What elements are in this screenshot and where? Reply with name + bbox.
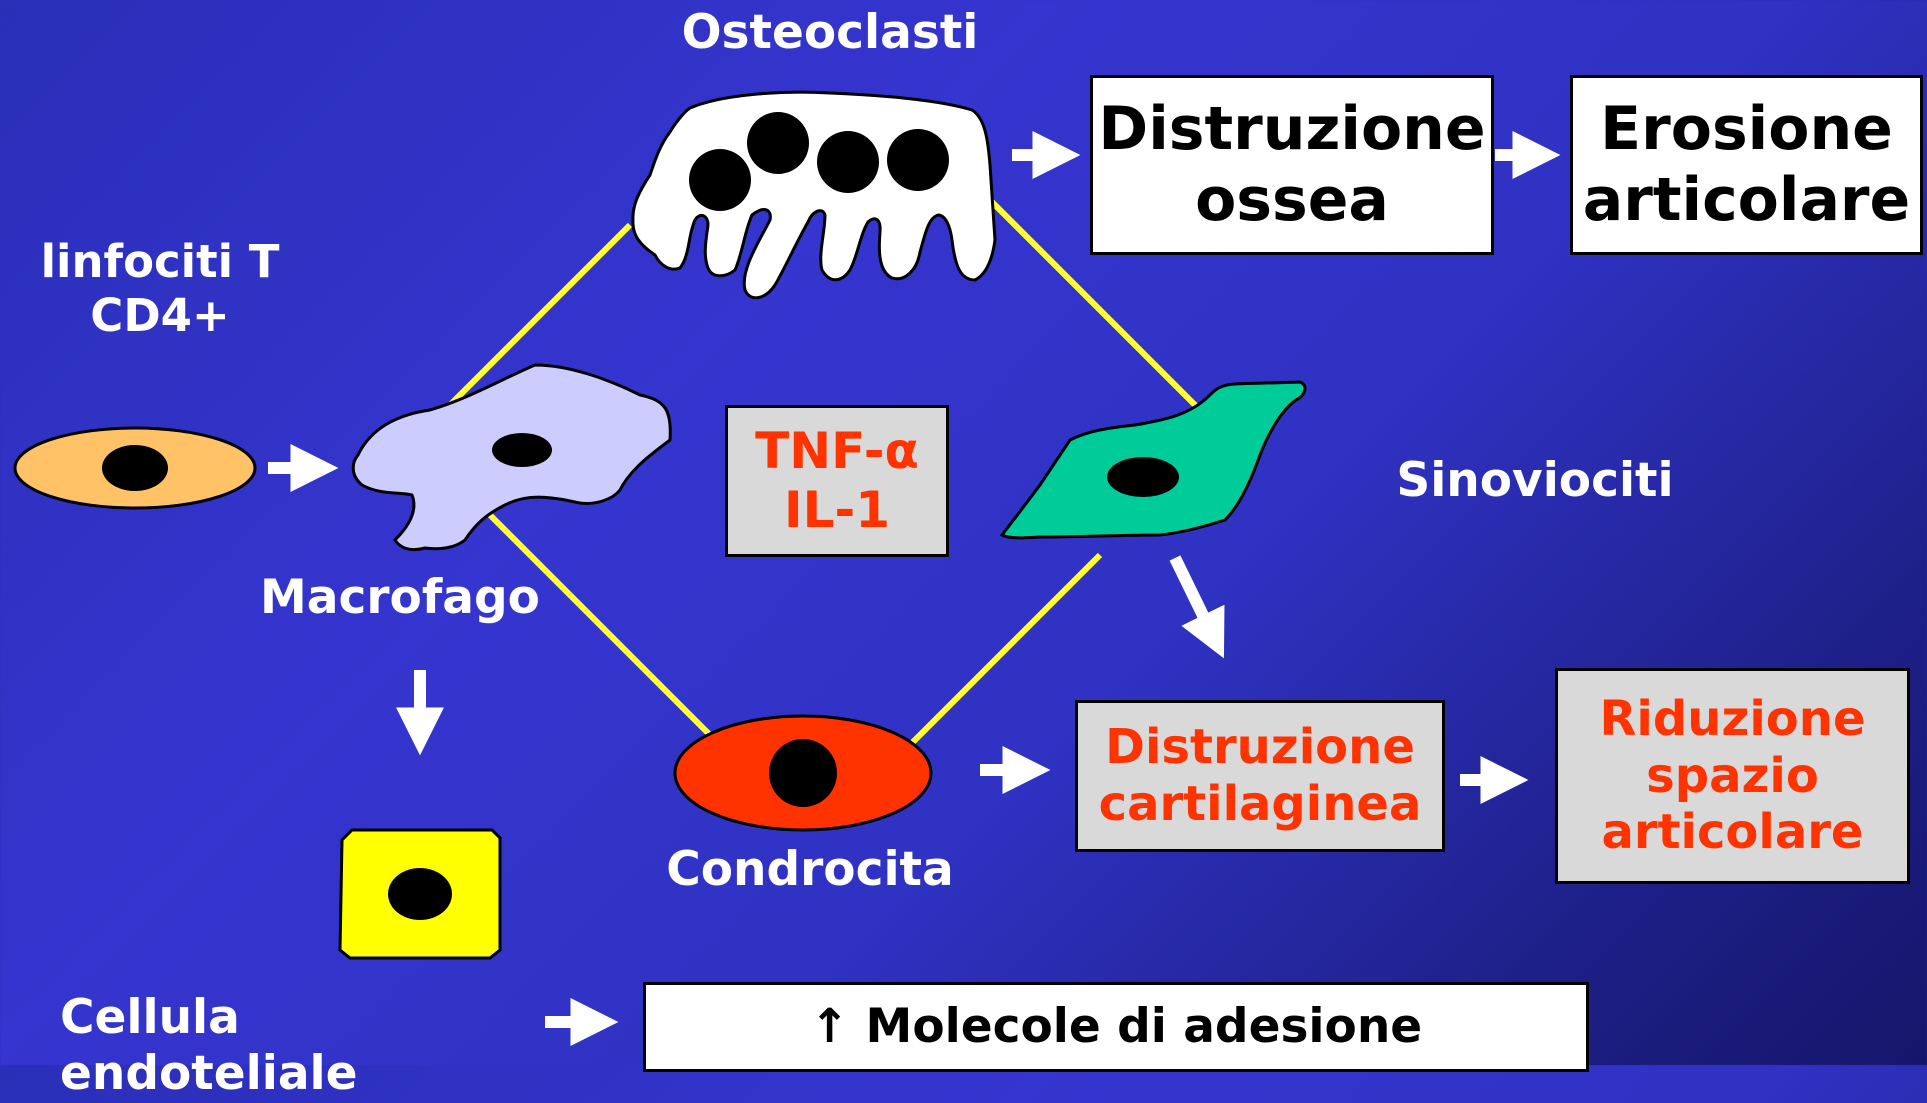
endothelial-nucleus [388,868,452,920]
connector-macrofago-osteoclasti [442,222,633,413]
osteoclast-nucleus-4 [887,129,949,191]
riduzione-spazio-box: Riduzione spazio articolare [1555,668,1910,884]
erosione-articolare-box: Erosione articolare [1570,75,1923,255]
cytokines-box: TNF-α IL-1 [725,405,949,557]
endothelial-cell [338,828,502,960]
label-osteoclasti: Osteoclasti [681,5,979,60]
distruzione-ossea-line1: Distruzione [1098,94,1486,165]
label-condrocita: Condrocita [666,842,954,897]
synoviocyte-nucleus [1107,457,1179,497]
lymphocyte-cell [13,426,257,510]
label-linfociti-line2: CD4+ [90,289,230,342]
chondrocyte-nucleus [769,739,837,807]
synoviocyte-cell [999,380,1307,540]
riduzione-spazio-line1: Riduzione [1599,691,1866,748]
cytokine-tnf: TNF-α [755,422,919,480]
riduzione-spazio-line3: articolare [1601,804,1864,861]
label-sinoviociti: Sinoviociti [1396,453,1674,508]
osteoclast-nucleus-2 [689,149,751,211]
distruzione-cartilaginea-line1: Distruzione [1105,719,1415,776]
macrophage-cell [351,363,672,552]
erosione-articolare-line2: articolare [1582,165,1911,235]
molecole-adesione-box: ↑ Molecole di adesione [643,982,1589,1072]
label-linfociti-line1: linfociti T [40,235,280,288]
chondrocyte-cell [673,714,933,832]
macrophage-nucleus [492,433,552,467]
osteoclast-cell [631,90,997,300]
arrow-sinoviociti-cartilaginea [1169,555,1225,659]
connector-lines [442,187,1208,753]
connector-osteoclasti-sinoviociti [977,187,1208,418]
connector-macrofago-condrocita [482,507,713,738]
erosione-articolare-line1: Erosione [1600,94,1893,165]
label-macrofago: Macrofago [260,570,540,625]
riduzione-spazio-line2: spazio [1646,747,1819,804]
osteoclast-nucleus-1 [747,112,809,174]
distruzione-ossea-line2: ossea [1195,165,1389,235]
connector-condrocita-sinoviociti [902,552,1103,753]
diagram-canvas [13,90,1561,1046]
distruzione-ossea-box: Distruzione ossea [1090,75,1494,255]
osteoclast-nucleus-3 [817,131,879,193]
arrows [268,131,1561,1046]
label-cellula-endoteliale: Cellula endoteliale [60,990,358,1102]
cytokine-il1: IL-1 [783,481,890,539]
molecole-adesione-label: ↑ Molecole di adesione [809,999,1423,1055]
label-linfociti: linfociti T CD4+ [10,235,310,343]
distruzione-cartilaginea-line2: cartilaginea [1098,776,1422,832]
distruzione-cartilaginea-box: Distruzione cartilaginea [1075,700,1445,852]
lymphocyte-nucleus [102,445,168,491]
